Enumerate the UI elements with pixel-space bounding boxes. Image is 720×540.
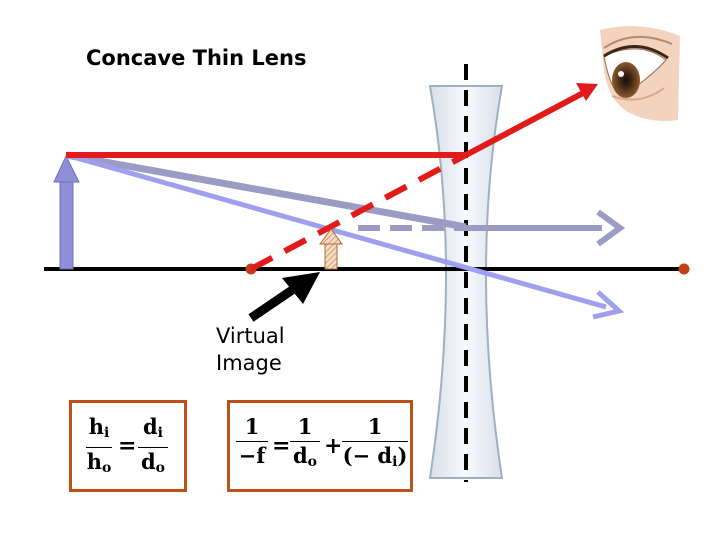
eye-icon [600,26,680,121]
ray-red-refracted [464,89,587,158]
image-arrow-head [319,228,343,245]
magnification-equals: = [118,433,137,459]
object-arrow-shaft [59,179,74,270]
ray-center-gray [65,151,467,231]
magnification-equation-box: hi ho = di do [69,400,187,492]
magnification-rhs: di do [138,415,168,480]
lens-equation-lhs: 1 −f [236,415,268,468]
pointer-arrow-head [282,272,320,304]
virtual-image-label: Virtual Image [216,323,285,377]
lens-equation-term2: 1 (− di) [342,414,408,470]
ray-center-gray-arrowhead [596,209,626,247]
focal-point-right [678,263,690,275]
virtual-image-label-line1: Virtual [216,324,285,348]
lens-equation-term1: 1 do [290,415,320,474]
lens-equation-equals: = [272,433,291,459]
magnification-lhs: hi ho [86,414,112,476]
ray-red-arrowhead [576,83,598,101]
ray-blue-arrowhead [592,290,625,320]
image-arrow-shaft [324,242,338,270]
ray-red-extension-dashed [249,152,468,272]
ray-blue [65,152,607,310]
lens-equation-box: 1 −f = 1 do + 1 (− di) [227,400,413,492]
diagram-title: Concave Thin Lens [86,46,307,70]
object-arrow-head [53,154,80,183]
lens-equation-plus: + [324,433,343,459]
virtual-image-label-line2: Image [216,351,282,375]
